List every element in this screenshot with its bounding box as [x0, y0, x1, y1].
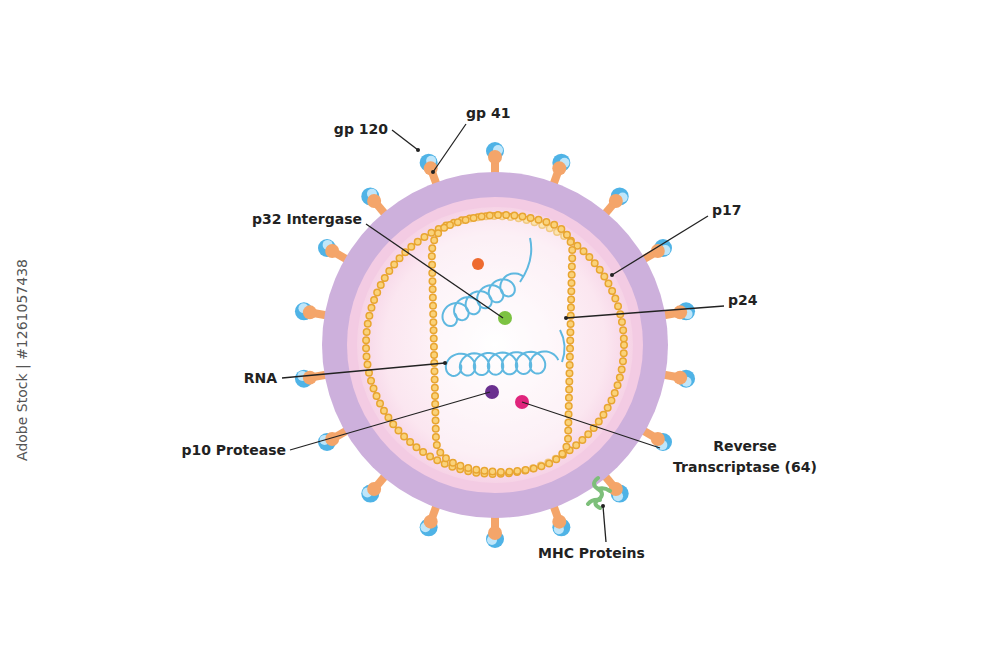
envelope-spikes — [295, 142, 695, 548]
mhc-protein — [588, 478, 610, 508]
p24-capsid-fill — [432, 215, 573, 472]
protein-label: gp 120 — [334, 119, 388, 140]
rna-strands — [443, 238, 565, 376]
part-label: RNA — [244, 368, 277, 389]
p17-matrix-ring-fill — [366, 216, 624, 474]
matrix-interior — [357, 207, 633, 483]
p24-capsid — [432, 215, 573, 472]
enzyme-label: p32 Intergase — [252, 209, 362, 230]
inner-layer — [347, 197, 643, 493]
enzyme-dot — [472, 258, 484, 270]
rna-strand — [443, 273, 524, 326]
rna-strand — [446, 351, 559, 376]
enzyme-label: Reverse Transcriptase (64) — [664, 436, 826, 478]
watermark: Adobe Stock | #1261057438 — [14, 259, 30, 461]
leader-lines — [282, 124, 724, 542]
p17-matrix-ring — [366, 216, 624, 474]
protein-label: p24 — [728, 290, 758, 311]
enzyme-label: p10 Protease — [181, 440, 286, 461]
integrase-dot — [498, 311, 512, 325]
protein-label: gp 41 — [466, 103, 510, 124]
protein-label: MHC Proteins — [538, 543, 645, 564]
protein-label: p17 — [712, 200, 742, 221]
viral-envelope — [322, 172, 668, 518]
protease-dot — [485, 385, 499, 399]
leader-dots — [416, 148, 614, 508]
